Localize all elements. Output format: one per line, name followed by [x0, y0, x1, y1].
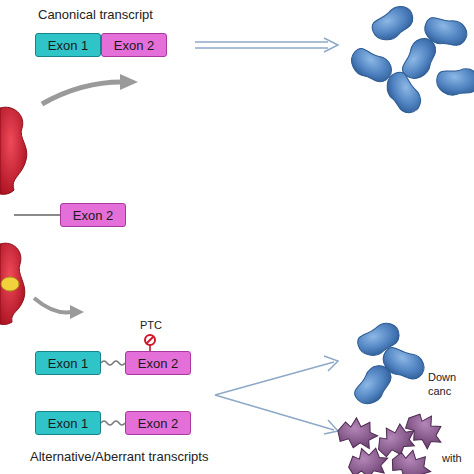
text-label: with — [442, 452, 462, 464]
arrow-head — [324, 38, 338, 52]
curved-arrow — [34, 298, 84, 319]
arrow-head — [324, 420, 338, 434]
arrow-line — [42, 82, 122, 104]
exon-label: Exon 2 — [135, 356, 181, 371]
text-label: Canonical transcript — [38, 7, 153, 22]
exon-box: Exon 1 — [35, 411, 101, 435]
spliceosome-factor — [1, 277, 19, 291]
aberrant-protein — [346, 444, 391, 474]
text-label: Down — [428, 371, 456, 383]
protein-cluster — [348, 320, 429, 409]
exon-box: Exon 1 — [35, 33, 101, 57]
arrow-head — [120, 74, 138, 90]
intron-line — [14, 214, 60, 216]
exon-box: Exon 2 — [125, 411, 191, 435]
intron-connector — [101, 421, 125, 425]
stop-slash — [147, 337, 154, 344]
protein-blob — [348, 361, 399, 410]
exon-box: Exon 2 — [60, 203, 126, 227]
exon-label: Exon 1 — [45, 356, 91, 371]
arrow-line — [215, 362, 334, 395]
spliceosome-shape — [0, 243, 25, 324]
stop-codon-symbol — [145, 335, 155, 352]
intron-connector — [101, 361, 125, 365]
exon-label: Exon 2 — [135, 416, 181, 431]
arrow-line — [195, 41, 328, 43]
exon-label: Exon 1 — [45, 38, 91, 53]
exon-label: Exon 2 — [111, 38, 157, 53]
process-arrow — [195, 38, 338, 52]
protein-blob — [383, 68, 424, 118]
arrow-head — [70, 305, 84, 319]
aberrant-protein — [400, 406, 450, 455]
arrow-head — [324, 356, 338, 371]
arrow-line — [195, 47, 328, 49]
text-label: canc — [428, 385, 451, 397]
aberrant-protein — [335, 415, 380, 451]
text-label: Alternative/Aberrant transcripts — [30, 449, 208, 464]
exon-box: Exon 2 — [101, 33, 167, 57]
aberrant-protein-cluster — [335, 406, 449, 474]
protein-blob — [368, 3, 418, 44]
exon-label: Exon 1 — [45, 416, 91, 431]
exon-box: Exon 2 — [125, 351, 191, 375]
arrow-line — [34, 298, 72, 312]
aberrant-protein — [388, 445, 436, 474]
protein-cluster — [346, 3, 474, 118]
exon-label: Exon 2 — [70, 208, 116, 223]
spliceosome-shape — [0, 107, 27, 194]
exon-box: Exon 1 — [35, 351, 101, 375]
arrow-line — [215, 395, 334, 430]
stop-circle — [145, 335, 155, 345]
curved-arrow — [42, 74, 138, 104]
protein-blob — [435, 64, 474, 99]
branch-arrow — [215, 356, 338, 434]
text-label: PTC — [140, 319, 162, 331]
